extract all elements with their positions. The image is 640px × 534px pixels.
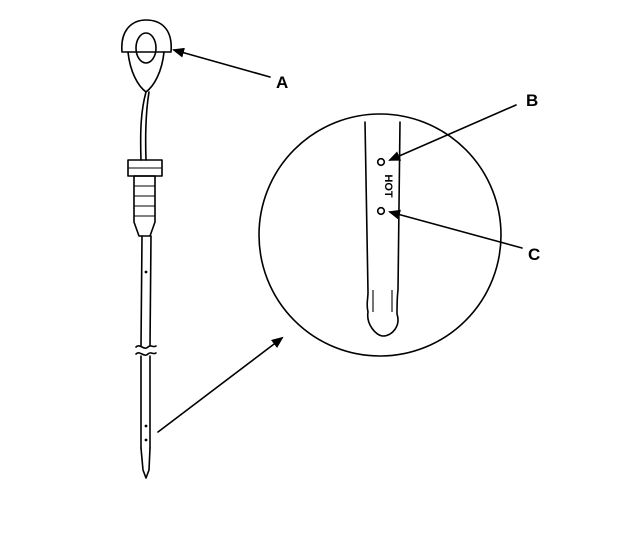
callout-c-label: C (528, 245, 540, 264)
hot-marking: HOT (382, 174, 394, 198)
callout-b-arrow (388, 104, 517, 161)
dipstick-wire (139, 91, 147, 161)
handle-loop-hole (135, 32, 157, 64)
blade-outline (364, 121, 401, 337)
lower-mark-hole (376, 206, 386, 216)
dipstick-tip (140, 447, 151, 479)
magnify-pointer-arrow (157, 336, 284, 433)
ribbed-seal (133, 175, 156, 237)
callout-a-label: A (276, 73, 288, 92)
dipstick (121, 19, 172, 479)
magnified-detail: HOT (258, 113, 502, 357)
detail-circle (258, 113, 502, 357)
callout-c-arrow (388, 209, 523, 249)
callout-b-label: B (526, 91, 538, 110)
shaft-break (135, 345, 157, 349)
callout-a-arrow (172, 47, 271, 78)
handle-loop-wire (127, 51, 165, 93)
handle-cap (121, 19, 172, 53)
upper-mark-hole (376, 157, 386, 167)
